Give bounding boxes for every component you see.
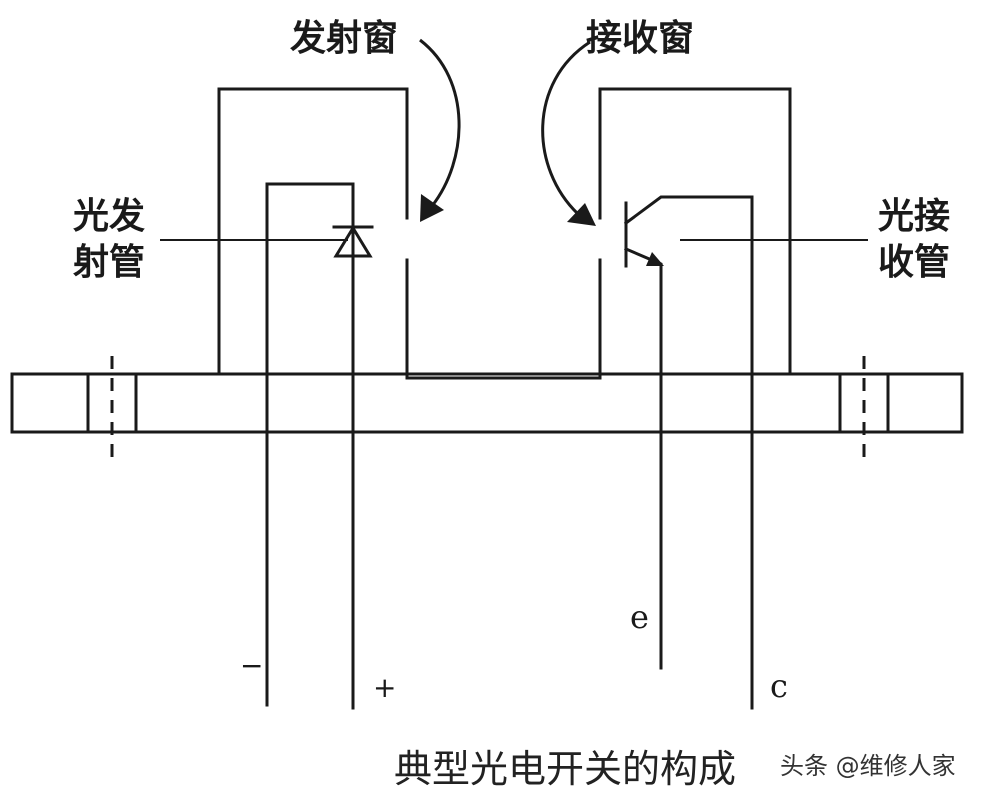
housing-outline [217,87,792,380]
base-plate-outline [10,372,964,434]
emitter-label-line1: 光发 [73,196,145,237]
receive-window-arrow [541,40,591,216]
emitter-housing [217,87,409,376]
emit-window-arrow [419,38,461,207]
receiver-housing [598,87,792,376]
window-arrows [419,38,596,226]
pin-collector-label: c [770,667,788,705]
pin-plus-label: + [373,671,396,704]
base-plate [10,356,964,462]
pin-minus-label: − [240,649,263,682]
pin-emitter-label: e [630,598,649,636]
emitter-label-line2: 射管 [73,242,145,283]
slot-bottom [405,258,602,380]
emit-window-label: 发射窗 [290,18,398,59]
led-diode-triangle [333,225,373,258]
receive-window-arrowhead [567,203,596,226]
led-emitter [265,182,374,710]
led-leads [265,182,355,710]
emitter-arrow [646,252,664,266]
receive-window-label: 接收窗 [586,18,694,59]
diagram-caption: 典型光电开关的构成 [394,747,736,791]
collector-lead [623,195,754,710]
emit-window-arrowhead [420,194,444,222]
receiver-label-line1: 光接 [878,196,950,237]
phototransistor-receiver [623,195,754,710]
receiver-label-line2: 收管 [878,242,950,283]
watermark: 头条 @维修人家 [780,752,956,780]
